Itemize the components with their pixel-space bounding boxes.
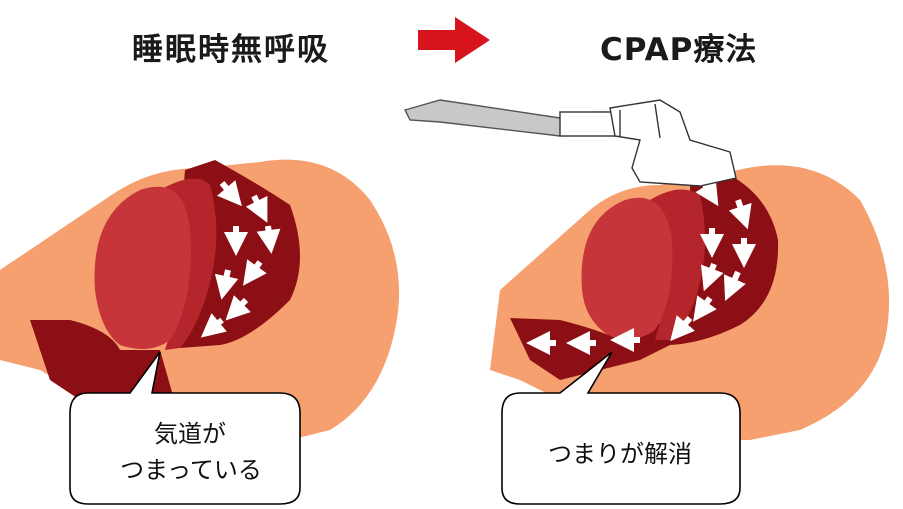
right-head-illustration [403,99,890,505]
left-callout-bubble [69,351,301,505]
callout-left-line1: 気道が [154,420,226,448]
right-callout-bubble [501,351,741,505]
title-cpap-therapy: CPAP療法 [600,32,758,68]
right-tongue-icon [581,197,673,339]
left-head-illustration [0,159,400,505]
right-arrow-icon [418,17,490,63]
right-airflow-arrows [526,178,756,355]
title-sleep-apnea: 睡眠時無呼吸 [132,32,330,68]
callout-right-text: つまりが解消 [548,440,692,468]
cpap-mask-icon [559,99,737,187]
left-airflow-arrows [200,180,281,338]
right-throat [510,318,680,380]
callout-left-line2: つまっている [120,456,262,484]
left-tongue-icon [94,186,191,349]
